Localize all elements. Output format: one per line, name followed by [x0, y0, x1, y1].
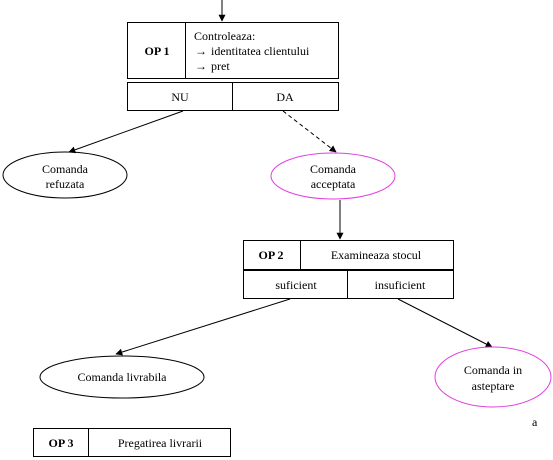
op1-item-1: identitatea clientului	[211, 44, 310, 58]
outcome-livrabila: Comanda livrabila	[39, 355, 205, 399]
refuzata-line-2: refuzata	[46, 177, 85, 191]
refuzata-ellipse	[2, 151, 128, 199]
op3-title: Pregatirea livrarii	[118, 436, 203, 450]
op3-box	[33, 428, 231, 457]
op3-block: OP 3 Pregatirea livrarii	[33, 428, 231, 457]
asteptare-line-2: asteptare	[472, 379, 515, 393]
branch-suficient: suficient	[275, 278, 317, 292]
op2-code: OP 2	[258, 248, 283, 262]
op1-bullet-arrow-1: →	[195, 44, 207, 58]
op2-box	[243, 240, 454, 270]
acceptata-line-2: acceptata	[311, 177, 356, 191]
op3-code: OP 3	[48, 436, 73, 450]
op1-box	[127, 22, 339, 79]
op1-bullet-arrow-2: →	[195, 59, 207, 73]
acceptata-ellipse	[270, 152, 396, 200]
outcome-acceptata: Comanda acceptata	[270, 152, 396, 200]
op2-branch-box	[243, 270, 454, 299]
op2-block: OP 2 Examineaza stocul	[243, 240, 454, 270]
op1-block: OP 1 Controleaza: → identitatea clientul…	[127, 22, 339, 79]
corner-mark: a	[532, 415, 538, 429]
livrabila-ellipse	[39, 355, 205, 399]
arrow-nu-to-refuzata	[68, 110, 184, 154]
refuzata-line-1: Comanda	[42, 162, 89, 176]
op1-title: Controleaza:	[194, 29, 255, 43]
arrow-insuficient-to-asteptare	[397, 298, 493, 348]
acceptata-line-1: Comanda	[310, 162, 357, 176]
outcome-refuzata: Comanda refuzata	[2, 151, 128, 199]
arrow-suficient-to-livrabila	[115, 298, 291, 356]
branch-da: DA	[276, 90, 294, 104]
op2-branches: suficient insuficient	[243, 270, 454, 299]
livrabila-label: Comanda livrabila	[78, 370, 168, 384]
branch-nu: NU	[171, 90, 189, 104]
op1-branches: NU DA	[127, 82, 339, 111]
op1-code: OP 1	[144, 44, 169, 58]
outcome-asteptare: Comanda in asteptare	[434, 346, 552, 408]
op2-title: Examineaza stocul	[331, 248, 422, 262]
op1-item-2: pret	[211, 59, 230, 73]
asteptare-ellipse	[434, 346, 552, 408]
branch-insuficient: insuficient	[375, 278, 426, 292]
arrow-da-to-acceptata	[282, 110, 337, 153]
asteptare-line-1: Comanda in	[464, 363, 522, 377]
